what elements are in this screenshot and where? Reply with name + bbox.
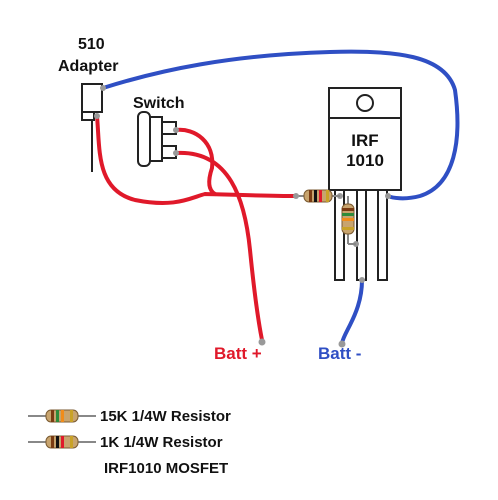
adapter-to-gate-wire (95, 114, 298, 205)
legend-text-1k: 1K 1/4W Resistor (100, 433, 223, 451)
mosfet-label-line1: IRF (351, 131, 379, 150)
mosfet-irf1010 (328, 87, 402, 283)
resistor-1k-legend-icon (28, 435, 96, 449)
resistor-15k (341, 196, 356, 245)
legend-text-15k: 15K 1/4W Resistor (100, 407, 231, 425)
switch-to-batt-plus-wire (174, 150, 264, 342)
legend-item-mosfet: IRF1010 MOSFET (100, 458, 228, 478)
batt-minus-terminal (338, 340, 346, 348)
legend-item-1k-resistor: 1K 1/4W Resistor (28, 432, 223, 452)
switch-label: Switch (133, 95, 185, 112)
mosfet-label-line2: 1010 (346, 151, 384, 170)
source-to-batt-minus-wire (340, 278, 364, 345)
batt-plus-terminal (258, 338, 266, 346)
adapter-to-drain-wire (101, 49, 460, 201)
legend-text-mosfet: IRF1010 MOSFET (104, 459, 229, 477)
adapter-510 (81, 83, 106, 172)
adapter-label: Adapter (58, 58, 119, 75)
legend-item-15k-resistor: 15K 1/4W Resistor (28, 406, 231, 426)
batt-plus-label: Batt + (214, 344, 262, 363)
adapter-number-label: 510 (78, 36, 105, 53)
resistor-15k-legend-icon (28, 409, 96, 423)
resistor-1k (293, 189, 340, 203)
batt-minus-label: Batt - (318, 344, 362, 363)
switch-body (137, 111, 179, 167)
switch-to-gate-wire (174, 127, 217, 196)
